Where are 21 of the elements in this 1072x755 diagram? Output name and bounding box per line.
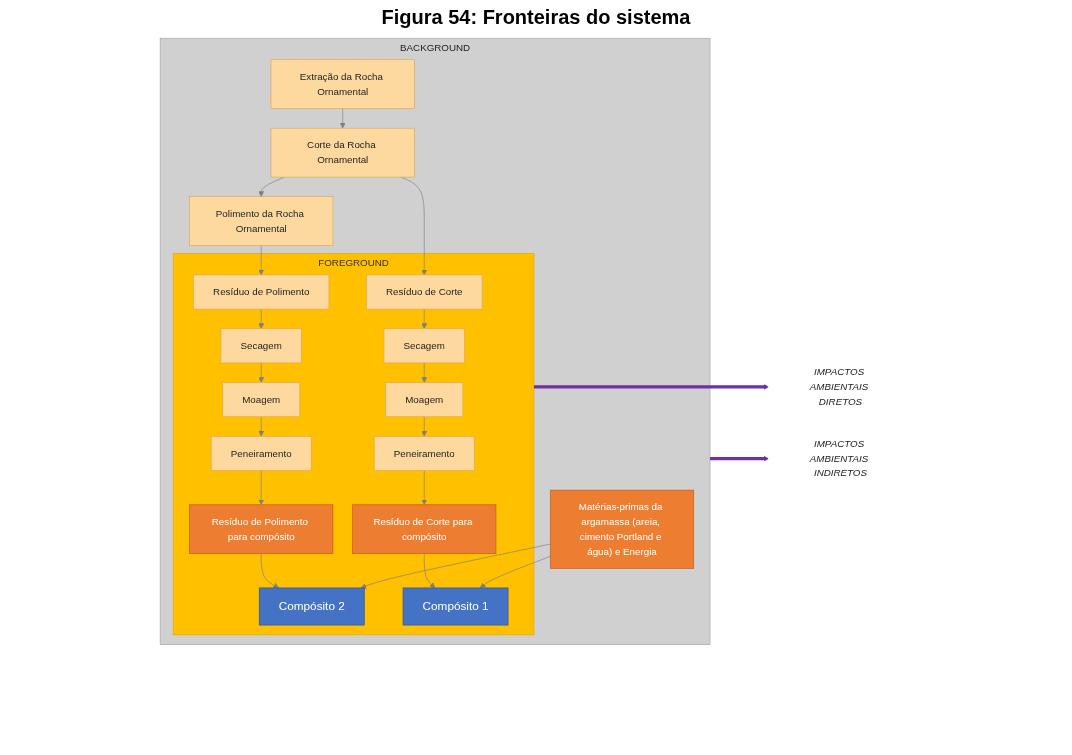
node-text: IMPACTOS AMBIENTAIS INDIRETOS — [809, 437, 869, 479]
node-box: Moagem — [222, 382, 301, 418]
node-box: Corte da Rocha Ornamental — [270, 127, 415, 178]
node-box: Secagem — [220, 328, 302, 364]
node-box: Resíduo de Polimento — [193, 274, 330, 310]
node-box: Matérias-primas da argamassa (areia, cimento Portland e água) e Energia — [549, 489, 695, 569]
figure-title: Figura 54: Fronteiras do sistema — [380, 6, 692, 29]
node-box: Resíduo de Corte — [366, 274, 483, 310]
node-box: Moagem — [385, 382, 464, 418]
node-box: Resíduo de Corte para compósito — [352, 504, 497, 554]
node-box: Compósito 2 — [258, 587, 365, 626]
node-box: Secagem — [383, 328, 465, 364]
node-box: Peneiramento — [373, 436, 475, 471]
node-box: Compósito 1 — [402, 587, 509, 626]
node-box: Peneiramento — [210, 436, 312, 471]
arrow — [534, 384, 769, 390]
node-box: Polimento da Rocha Ornamental — [189, 196, 334, 246]
arrow — [710, 455, 769, 462]
node-box: Resíduo de Polimento para compósito — [189, 504, 334, 554]
node-text: IMPACTOS AMBIENTAIS DIRETOS — [809, 366, 869, 407]
node-box: Extração da Rocha Ornamental — [270, 59, 415, 109]
